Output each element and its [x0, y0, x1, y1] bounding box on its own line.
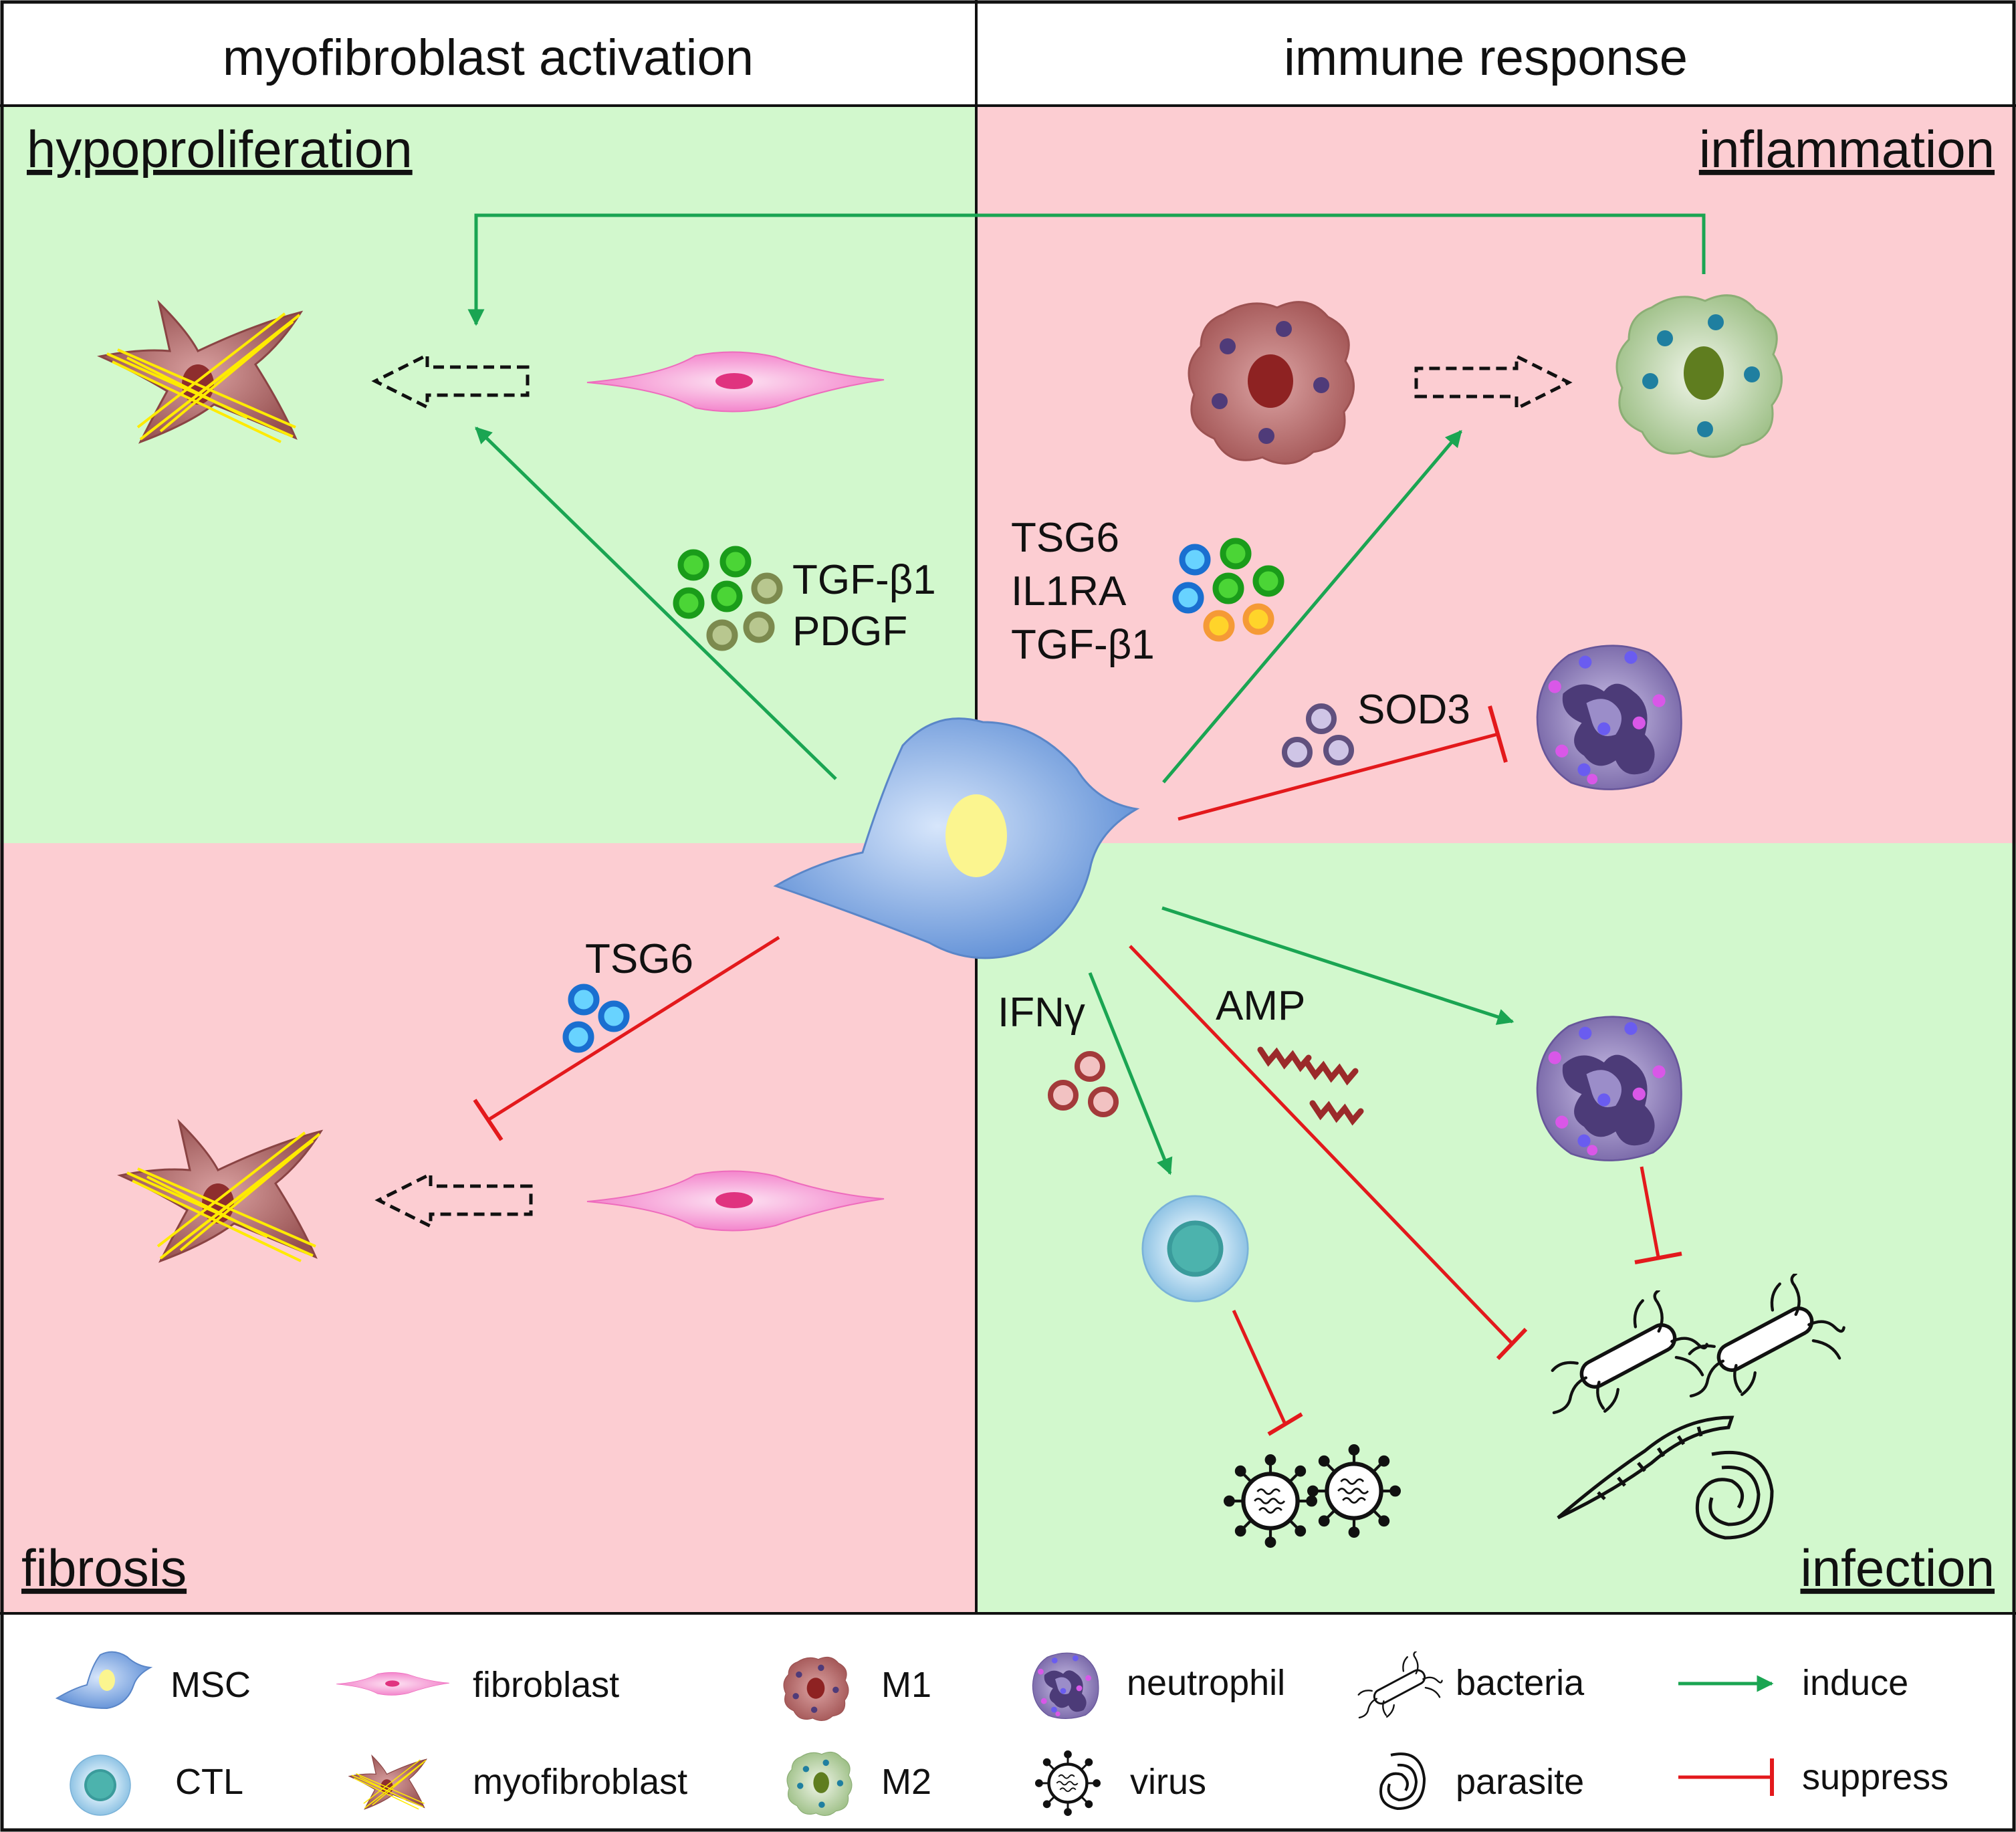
- suppress-line-ctl-virus: [1232, 1309, 1287, 1425]
- legend-myofibroblast-icon: [348, 1754, 427, 1810]
- legend-induce-label: induce: [1802, 1663, 1908, 1703]
- virus-2: [1309, 1446, 1399, 1536]
- ctl-cell: [1141, 1195, 1249, 1302]
- label-tsg6-top: TSG6: [1011, 515, 1119, 561]
- quadrant-bg-bottom-right: [976, 843, 2016, 1613]
- legend-virus-icon: [1036, 1751, 1099, 1815]
- legend-virus-label: virus: [1130, 1762, 1206, 1802]
- legend-m1-icon: [783, 1656, 849, 1722]
- label-tgf-b1-top: TGF-β1: [792, 557, 936, 603]
- legend-msc-nucleus: [99, 1670, 115, 1691]
- legend-myofibroblast-label: myofibroblast: [473, 1762, 687, 1802]
- parasite-worm: [1557, 1415, 1734, 1520]
- legend-parasite-icon: [1379, 1752, 1426, 1811]
- legend-fibroblast-icon: [336, 1672, 450, 1696]
- quadrant-title-inflammation: inflammation: [1699, 120, 1995, 179]
- induce-arrow-to-neutrophil: [1161, 906, 1515, 1025]
- suppress-bar-sod3: [1488, 705, 1508, 763]
- amp-peptides: [1257, 1046, 1364, 1126]
- virus-1: [1225, 1456, 1316, 1547]
- legend-parasite-label: parasite: [1456, 1762, 1584, 1802]
- legend-m1-label: M1: [881, 1665, 931, 1705]
- msc-nucleus: [945, 794, 1007, 877]
- tsg6-il1ra-tgfb1-particles: [1172, 538, 1284, 642]
- suppress-bar-amp: [1496, 1327, 1528, 1361]
- label-tsg6-bottom: TSG6: [585, 936, 693, 982]
- legend-ctl-icon: [70, 1754, 131, 1816]
- legend-bacteria-icon: [1357, 1651, 1443, 1719]
- legend-suppress-label: suppress: [1802, 1757, 1948, 1797]
- legend-neutrophil-label: neutrophil: [1127, 1663, 1285, 1703]
- legend-m2-icon: [786, 1751, 853, 1817]
- quadrant-bg-top-left: [0, 106, 976, 843]
- label-tgf-b1-right: TGF-β1: [1011, 622, 1155, 668]
- label-amp: AMP: [1216, 983, 1305, 1029]
- label-ifng: IFNγ: [998, 990, 1085, 1036]
- header-immune-response: immune response: [1284, 29, 1688, 86]
- induce-arrow-to-fibroblast-activation: [475, 427, 837, 780]
- msc-cell: [773, 717, 1140, 959]
- parasite-coil: [1695, 1450, 1774, 1540]
- induce-arrow-m2-feedback: [467, 213, 1706, 326]
- legend-msc-label: MSC: [171, 1665, 251, 1705]
- quadrant-title-hypoproliferation: hypoproliferation: [27, 120, 413, 179]
- legend-fibroblast-label: fibroblast: [473, 1665, 619, 1705]
- induce-arrow-ifng-to-ctl: [1088, 972, 1173, 1175]
- suppress-bar-tsg6: [473, 1099, 503, 1141]
- legend-bacteria-label: bacteria: [1456, 1663, 1585, 1703]
- tsg6-particles: [562, 984, 630, 1053]
- induce-arrow-to-m2-polarization: [1162, 430, 1462, 784]
- quadrant-title-infection: infection: [1800, 1538, 1995, 1597]
- legend-ctl-label: CTL: [175, 1762, 243, 1802]
- sod3-particles: [1282, 703, 1354, 768]
- m2-macrophage: [1615, 294, 1783, 458]
- label-sod3: SOD3: [1357, 687, 1470, 733]
- m1-macrophage: [1188, 301, 1355, 465]
- label-il1ra: IL1RA: [1011, 568, 1127, 614]
- tgfb1-pdgf-particles: [673, 546, 783, 651]
- quadrant-bg-bottom-left: [0, 843, 976, 1613]
- legend: MSC CTL fibroblast myofibroblast M1 M2 n…: [55, 1651, 1948, 1817]
- neutrophil-infection: [1536, 1016, 1682, 1161]
- neutrophil-inflammation: [1536, 645, 1682, 790]
- suppress-bar-neutrophil-bacteria: [1634, 1252, 1682, 1264]
- label-pdgf: PDGF: [792, 608, 907, 655]
- suppress-line-tsg6: [487, 935, 780, 1122]
- suppress-bar-ctl-virus: [1267, 1412, 1303, 1436]
- suppress-line-neutrophil-bacteria: [1640, 1166, 1660, 1258]
- suppress-line-sod3: [1178, 732, 1498, 821]
- ifng-particles: [1048, 1051, 1119, 1117]
- header-myofibroblast-activation: myofibroblast activation: [223, 29, 754, 86]
- quadrant-title-fibrosis: fibrosis: [21, 1538, 187, 1597]
- legend-neutrophil-icon: [1032, 1652, 1099, 1720]
- quadrant-bg-top-right: [976, 106, 2016, 843]
- legend-m2-label: M2: [881, 1762, 931, 1802]
- suppress-line-amp: [1129, 945, 1514, 1345]
